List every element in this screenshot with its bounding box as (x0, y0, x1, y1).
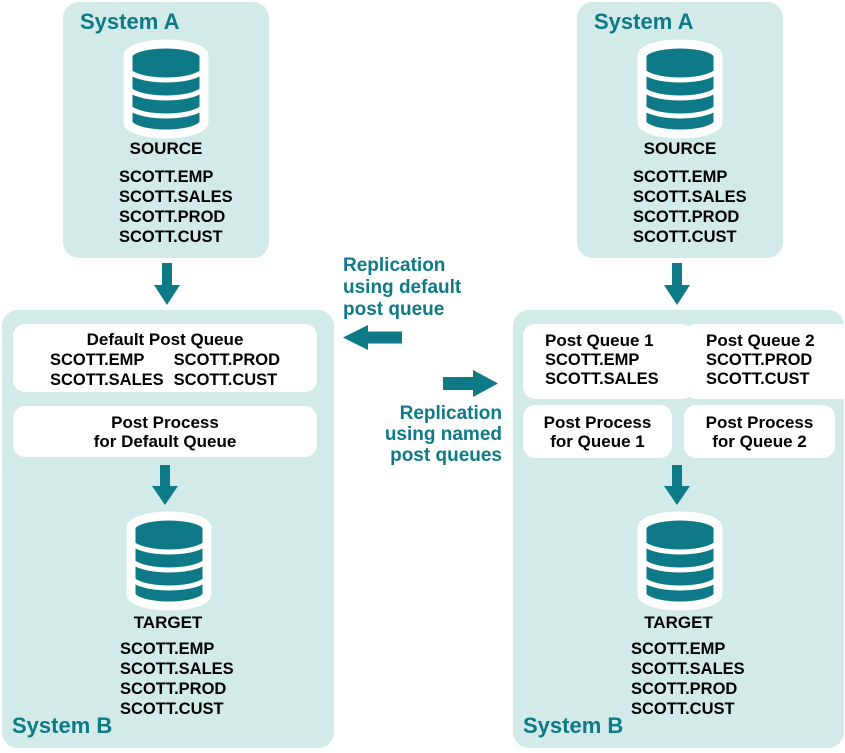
target-table-list: SCOTT.EMP SCOTT.SALES SCOTT.PROD SCOTT.C… (631, 640, 745, 718)
queue-table-column: SCOTT.EMP SCOTT.SALES (545, 350, 659, 389)
default-post-process-box: Post Process for Default Queue (13, 406, 317, 457)
queue-table-column: SCOTT.PROD SCOTT.CUST (173, 351, 281, 389)
default-post-queue-box: Default Post Queue SCOTT.EMP SCOTT.SALES… (13, 324, 317, 392)
replication-named-label: Replication using named post queues (384, 403, 502, 466)
post-queue-1-title: Post Queue 1 (545, 331, 654, 350)
source-table-list: SCOTT.EMP SCOTT.SALES SCOTT.PROD SCOTT.C… (633, 168, 747, 246)
target-label: TARGET (644, 613, 713, 632)
target-database-icon (123, 510, 215, 612)
target-table-list: SCOTT.EMP SCOTT.SALES SCOTT.PROD SCOTT.C… (120, 640, 234, 718)
replication-default-label: Replication using default post queue (343, 255, 462, 320)
arrow-queue-to-target-icon (664, 465, 690, 505)
source-label: SOURCE (129, 139, 203, 158)
replication-named-arrow-icon (443, 370, 498, 397)
arrow-queue-to-target-icon (152, 465, 178, 505)
post-queue-2-box: Post Queue 2 SCOTT.PROD SCOTT.CUST (684, 324, 845, 399)
source-database-icon (120, 38, 212, 140)
target-database-icon (634, 510, 726, 612)
system-a-panel-named: System A SOURCE SCOTT.EMP SCOTT.SALES SC… (577, 2, 783, 258)
source-database-icon (634, 38, 726, 140)
queue-table-column: SCOTT.PROD SCOTT.CUST (706, 350, 813, 389)
post-process-label: Post Process for Queue 1 (543, 412, 652, 451)
post-queue-2-title: Post Queue 2 (706, 331, 815, 350)
system-b-title: System B (12, 713, 113, 738)
arrow-source-to-queue-icon (664, 263, 690, 305)
target-label: TARGET (133, 613, 203, 632)
post-process-1-box: Post Process for Queue 1 (523, 405, 672, 458)
system-b-title: System B (523, 713, 624, 738)
post-queue-1-box: Post Queue 1 SCOTT.EMP SCOTT.SALES (523, 324, 694, 399)
default-post-queue-title: Default Post Queue (86, 330, 244, 349)
arrow-source-to-queue-icon (154, 263, 180, 305)
post-process-2-box: Post Process for Queue 2 (684, 405, 835, 458)
system-a-panel-default: System A SOURCE SCOTT.EMP SCOTT.SALES SC… (63, 2, 269, 258)
source-label: SOURCE (643, 139, 717, 158)
post-process-label: Post Process for Queue 2 (705, 412, 814, 451)
queue-table-column: SCOTT.EMP SCOTT.SALES (49, 351, 164, 389)
system-a-title: System A (80, 9, 180, 34)
post-process-label: Post Process for Default Queue (93, 412, 237, 451)
replication-default-arrow-icon (343, 325, 402, 350)
system-a-title: System A (594, 9, 694, 34)
system-b-panel-default: Default Post Queue SCOTT.EMP SCOTT.SALES… (2, 310, 334, 748)
source-table-list: SCOTT.EMP SCOTT.SALES SCOTT.PROD SCOTT.C… (119, 168, 233, 246)
system-b-panel-named: Post Queue 1 SCOTT.EMP SCOTT.SALES Post … (513, 310, 845, 748)
